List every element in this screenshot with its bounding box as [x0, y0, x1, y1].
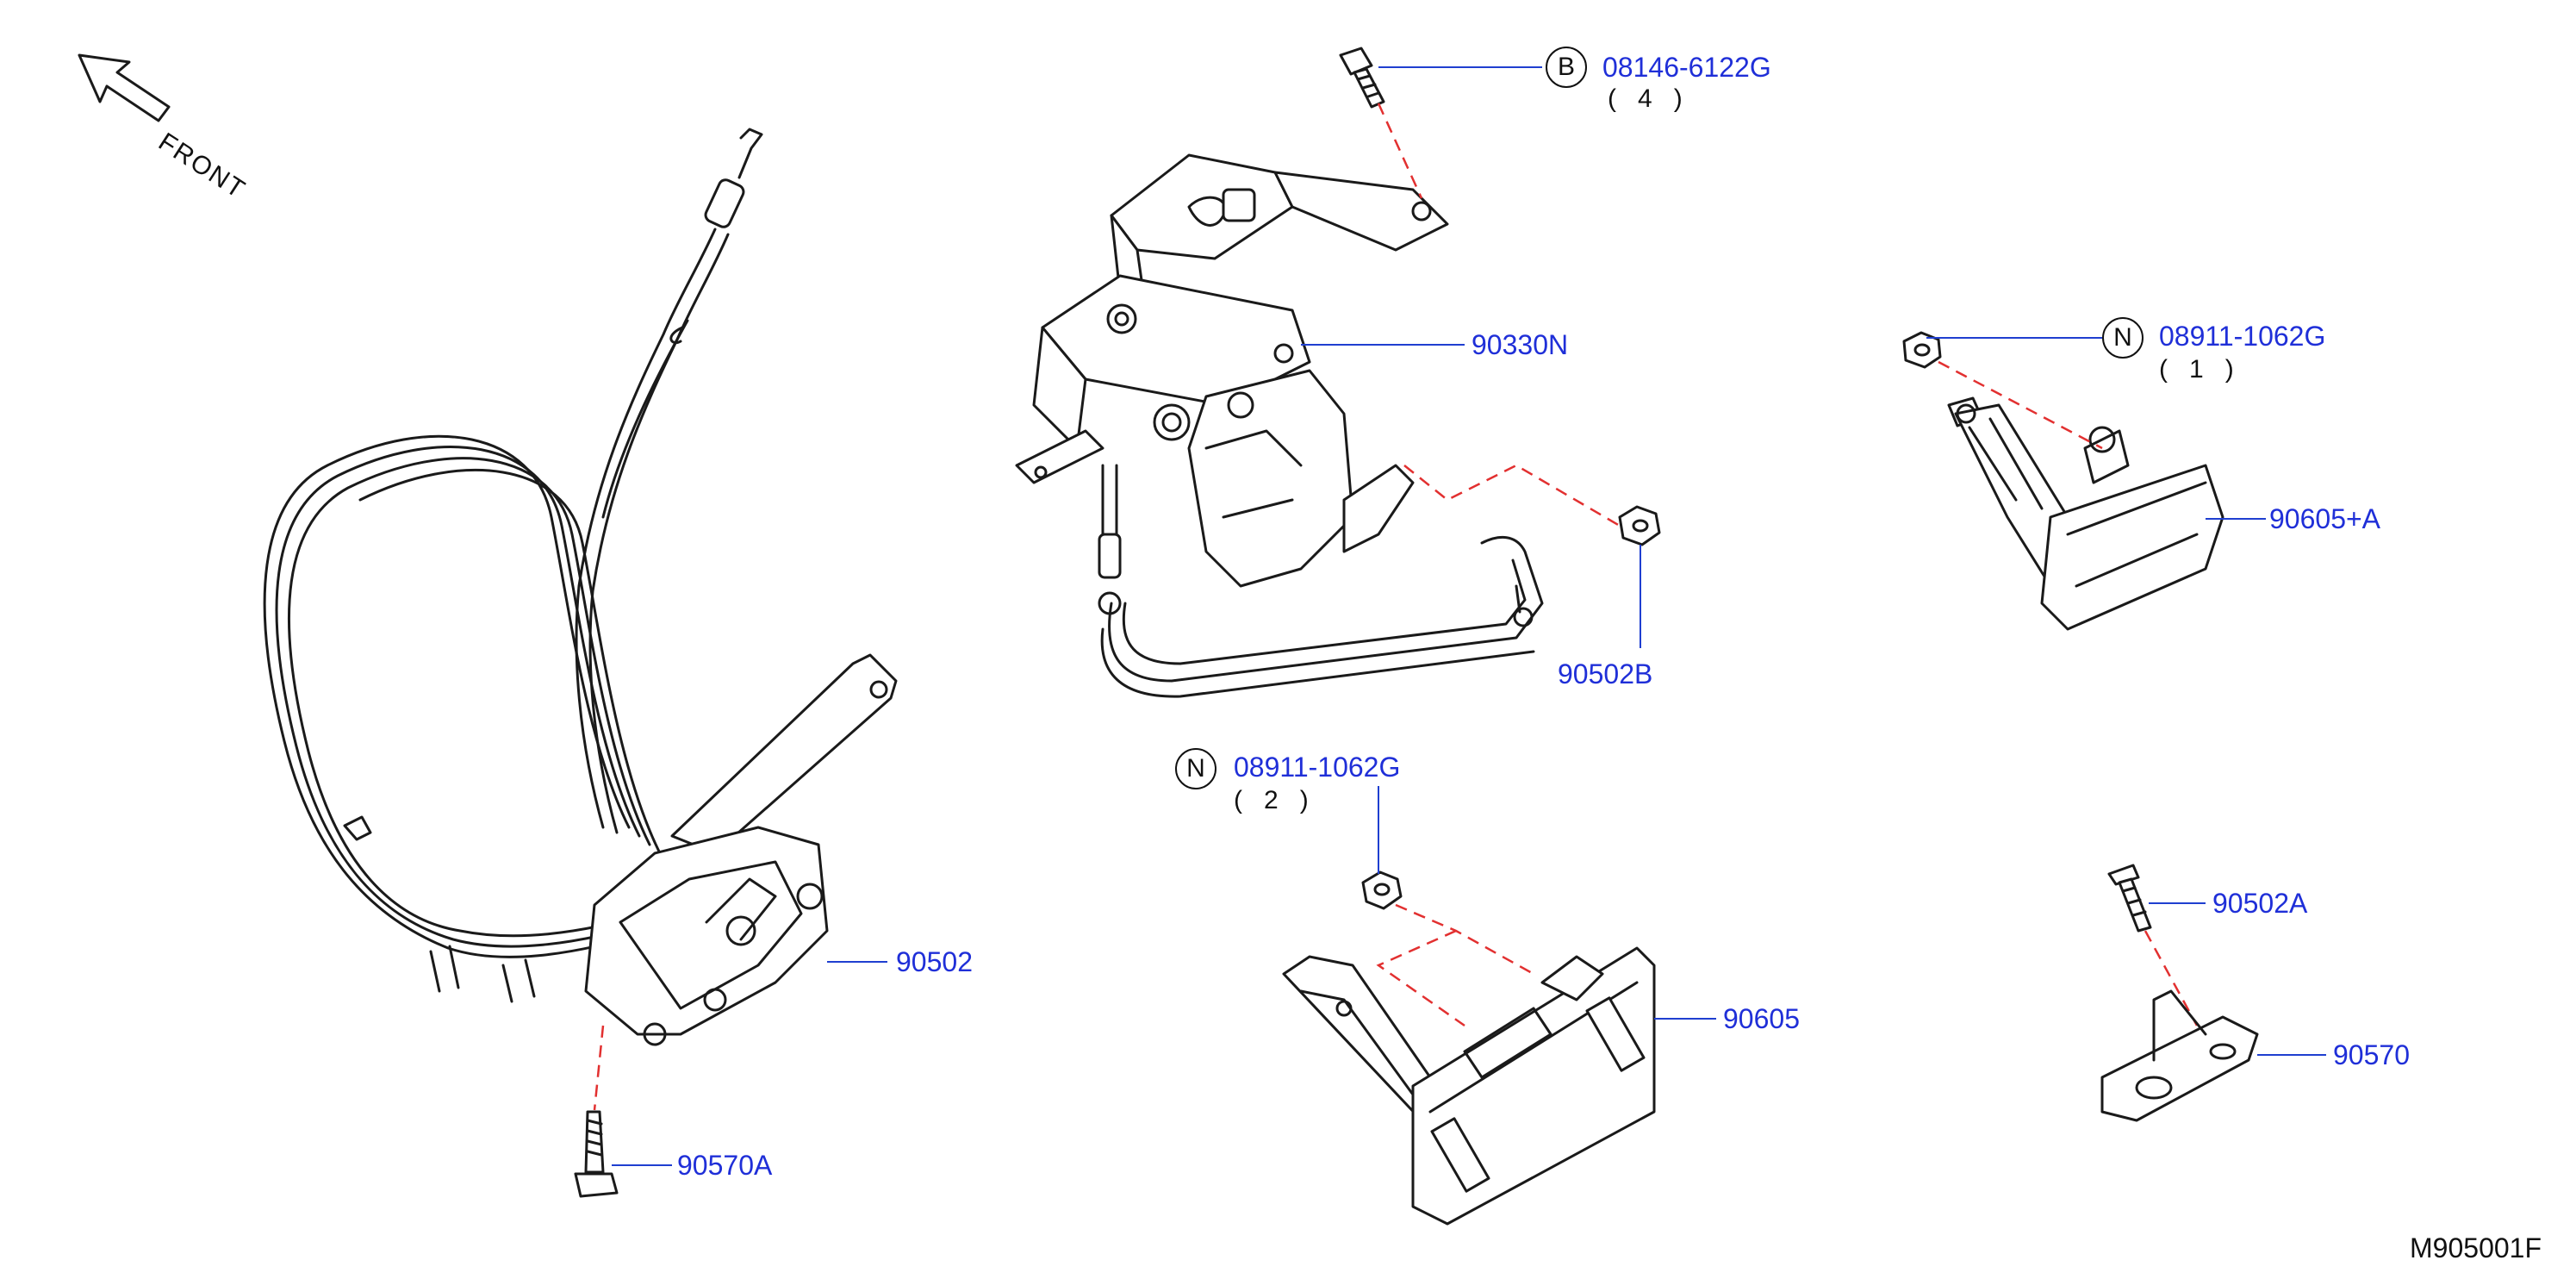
fastener-qty-08911-1062G-b: ( 2 ) — [1234, 786, 1309, 815]
screw-90502A — [2107, 864, 2152, 933]
latch-90330N — [1015, 153, 1449, 615]
dashed-link-08146-6122G — [1377, 103, 1423, 199]
fastener-code-08911-1062G-b[interactable]: 08911-1062G — [1234, 752, 1401, 783]
nut-08911-1062G-b — [1361, 870, 1403, 910]
nut-08911-1062G-a — [1902, 331, 1942, 369]
qty-open: ( — [1608, 84, 1616, 113]
dashed-link-90570A — [593, 1025, 605, 1111]
qty-value: 4 — [1638, 84, 1652, 113]
fastener-qty-08146-6122G: ( 4 ) — [1608, 84, 1683, 114]
striker-90570 — [2100, 989, 2259, 1122]
cable-assembly-90502 — [263, 128, 898, 1046]
dashed-link-08911-b — [1376, 903, 1534, 1027]
part-label-90502A[interactable]: 90502A — [2212, 888, 2308, 919]
arrow-up-left-icon — [78, 53, 171, 122]
nut-90502B — [1618, 505, 1661, 546]
qty-close: ) — [1299, 786, 1309, 814]
qty-close: ) — [2224, 355, 2234, 384]
fastener-symbol-b: B — [1546, 47, 1587, 88]
part-label-90570[interactable]: 90570 — [2333, 1039, 2410, 1070]
qty-open: ( — [2159, 355, 2168, 384]
handle-90605A — [1947, 396, 2224, 631]
part-label-90605A[interactable]: 90605+A — [2269, 503, 2381, 534]
dashed-link-90502B — [1403, 464, 1621, 527]
part-label-90570A[interactable]: 90570A — [677, 1150, 773, 1181]
fastener-symbol-n-a: N — [2102, 317, 2144, 359]
fastener-qty-08911-1062G-a: ( 1 ) — [2159, 355, 2234, 384]
dashed-link-90502A — [2144, 930, 2199, 1026]
qty-close: ) — [1673, 84, 1683, 113]
fastener-code-08146-6122G[interactable]: 08146-6122G — [1602, 52, 1771, 83]
diagram-id: M905001F — [2410, 1232, 2542, 1263]
handle-90605 — [1282, 946, 1656, 1226]
part-label-90605[interactable]: 90605 — [1723, 1003, 1800, 1034]
dashed-link-08911-a — [1938, 360, 2103, 450]
part-label-90502[interactable]: 90502 — [896, 946, 973, 977]
part-label-90330N[interactable]: 90330N — [1472, 329, 1569, 360]
bolt-08146-6122G — [1339, 47, 1385, 109]
fastener-symbol-n-b: N — [1175, 748, 1216, 789]
rod-90330N — [1100, 535, 1544, 698]
qty-value: 2 — [1264, 786, 1279, 814]
bolt-90570A — [574, 1110, 619, 1198]
part-label-90502B[interactable]: 90502B — [1558, 658, 1653, 689]
qty-value: 1 — [2189, 355, 2204, 384]
qty-open: ( — [1234, 786, 1242, 814]
fastener-code-08911-1062G-a[interactable]: 08911-1062G — [2159, 321, 2326, 352]
